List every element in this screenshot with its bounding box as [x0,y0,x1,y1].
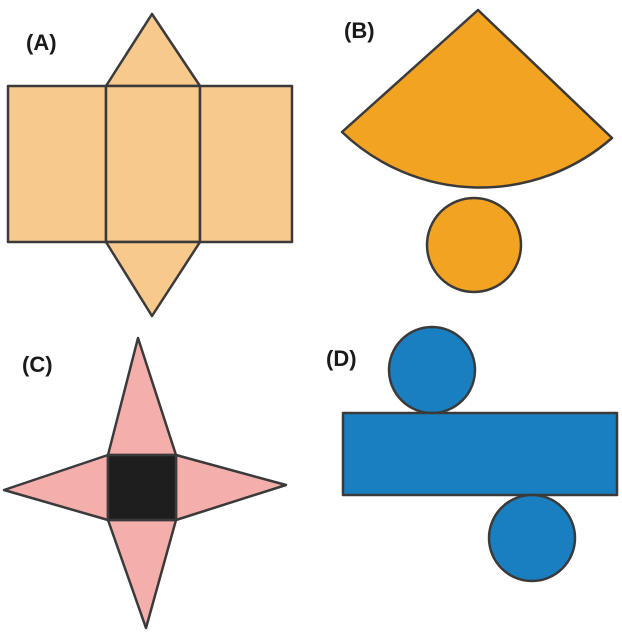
net-a-center-rectangle [104,84,202,244]
net-a-label: (A) [26,30,57,55]
net-c-left-triangle [2,453,110,522]
net-d-cylinder: (D) [326,325,619,583]
net-b-label: (B) [344,18,375,43]
net-d-bottom-circle [487,493,577,583]
net-d-top-circle [387,325,477,415]
net-c-square-base [106,453,178,522]
net-b-base-circle [425,196,523,294]
net-c-label: (C) [22,352,53,377]
net-a-left-rectangle [6,84,108,244]
net-d-label: (D) [326,346,357,371]
net-d-lateral-rectangle [341,411,619,497]
net-a-right-rectangle [198,84,294,244]
net-c-top-triangle [106,336,178,457]
net-c-square-pyramid: (C) [2,336,288,630]
net-b-sector [340,8,614,189]
net-c-bottom-triangle [106,518,178,630]
net-a-triangular-prism: (A) [6,12,294,318]
net-a-bottom-triangle [104,240,202,318]
net-c-right-triangle [174,453,288,522]
net-a-top-triangle [104,12,202,88]
net-b-cone: (B) [340,8,614,294]
